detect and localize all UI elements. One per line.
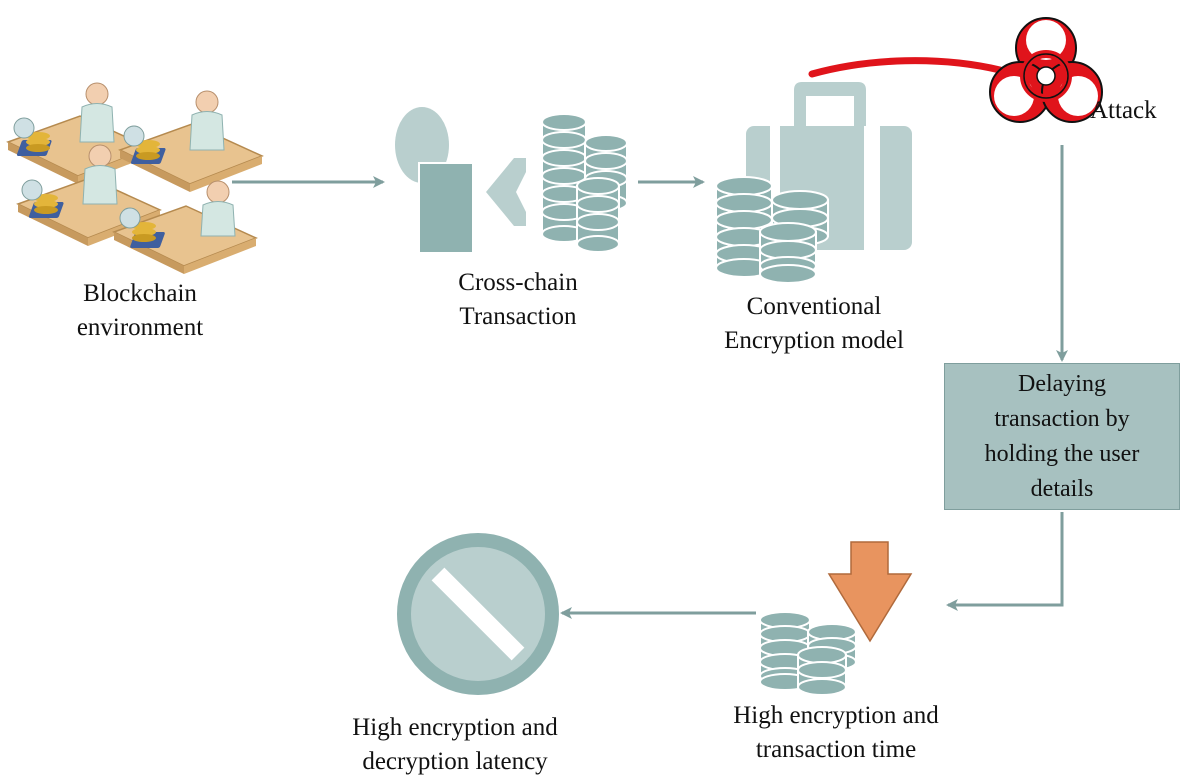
- delaying-line-1: Delaying: [1018, 370, 1106, 397]
- delaying-line-2: transaction by: [994, 405, 1130, 432]
- high-transaction-line-2: transaction time: [755, 736, 917, 763]
- high-transaction-line-1: High encryption and: [733, 702, 939, 729]
- people-at-desks-icon: [6, 82, 264, 274]
- delaying-line-3: holding the user: [984, 440, 1140, 467]
- conventional-line-1: Conventional: [746, 293, 882, 320]
- server-transfer-icon: [395, 107, 628, 254]
- connector-arrows: [232, 145, 1068, 619]
- conventional-encryption-label: Conventional Encryption model: [694, 290, 934, 358]
- cross-chain-label: Cross-chain Transaction: [418, 266, 618, 334]
- biohazard-icon: [808, 17, 1103, 123]
- conventional-line-2: Encryption model: [724, 327, 904, 354]
- briefcase-database-icon: [715, 82, 912, 284]
- cross-chain-line-2: Transaction: [459, 303, 577, 330]
- high-latency-line-1: High encryption and: [352, 714, 558, 741]
- database-down-arrow-icon: [759, 541, 913, 696]
- blockchain-environment-label: Blockchain environment: [40, 277, 240, 345]
- high-transaction-time-label: High encryption and transaction time: [706, 699, 966, 767]
- down-arrow-icon: [827, 541, 913, 643]
- delaying-line-4: details: [1030, 475, 1094, 502]
- delaying-transaction-box: Delaying transaction by holding the user…: [944, 363, 1180, 510]
- arrow-delay-to-hightime: [946, 512, 1064, 611]
- high-latency-line-2: decryption latency: [362, 748, 548, 775]
- prohibited-icon: [397, 533, 559, 695]
- blockchain-line-2: environment: [76, 314, 204, 341]
- high-latency-label: High encryption and decryption latency: [325, 711, 585, 779]
- cross-chain-line-1: Cross-chain: [458, 269, 578, 296]
- blockchain-line-1: Blockchain: [83, 280, 197, 307]
- attack-label: Attack: [1090, 97, 1157, 124]
